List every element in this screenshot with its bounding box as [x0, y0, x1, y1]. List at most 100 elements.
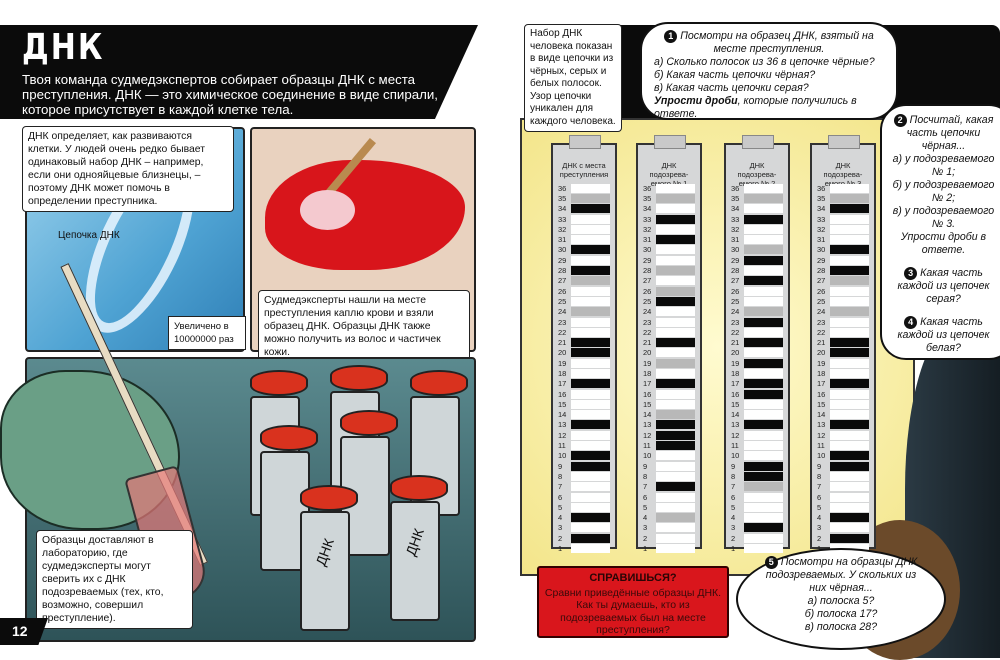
- band-cell: [830, 533, 869, 543]
- strip-band: 15: [558, 399, 610, 409]
- strip-band: 9: [731, 461, 783, 471]
- strip-band: 13: [643, 420, 695, 430]
- band-cell: [744, 214, 783, 224]
- band-cell: [744, 245, 783, 255]
- challenge-text: Сравни приведённые образцы ДНК. Как ты д…: [544, 586, 722, 637]
- strip-band: 33: [817, 214, 869, 224]
- strip-band: 17: [731, 379, 783, 389]
- band-number: 5: [558, 502, 563, 512]
- band-number: 29: [817, 255, 826, 265]
- strip-band: 12: [558, 430, 610, 440]
- strip-band: 4: [643, 513, 695, 523]
- strip-band: 3: [817, 523, 869, 533]
- band-number: 4: [558, 513, 563, 523]
- strip-band: 19: [817, 358, 869, 368]
- strip-band: 5: [817, 502, 869, 512]
- band-number: 30: [643, 245, 652, 255]
- strip-band: 33: [643, 214, 695, 224]
- band-cell: [656, 193, 695, 203]
- strip-label: ДНК подозрева-емого № 2: [737, 161, 777, 188]
- strip-band: 16: [817, 389, 869, 399]
- q5-text: Посмотри на образцы ДНК подозреваемых. У…: [765, 556, 918, 594]
- strip-band: 6: [643, 492, 695, 502]
- band-number: 13: [731, 420, 740, 430]
- strip-band: 20: [643, 348, 695, 358]
- band-number: 33: [558, 214, 567, 224]
- band-number: 34: [817, 204, 826, 214]
- band-number: 4: [731, 513, 736, 523]
- band-cell: [656, 441, 695, 451]
- strip-band: 30: [558, 245, 610, 255]
- band-number: 4: [643, 513, 648, 523]
- band-number: 33: [643, 214, 652, 224]
- band-cell: [656, 224, 695, 234]
- q1-bold: Упрости дроби: [654, 95, 738, 107]
- band-cell: [830, 224, 869, 234]
- band-cell: [656, 389, 695, 399]
- band-cell: [571, 183, 610, 193]
- band-cell: [744, 441, 783, 451]
- band-number: 15: [558, 399, 567, 409]
- band-cell: [830, 183, 869, 193]
- band-number: 35: [817, 193, 826, 203]
- title-band: [0, 25, 478, 119]
- band-number: 12: [643, 430, 652, 440]
- dna-caption: ДНК определяет, как развиваются клетки. …: [22, 126, 234, 212]
- strip-band: 24: [731, 307, 783, 317]
- band-cell: [744, 296, 783, 306]
- band-cell: [830, 255, 869, 265]
- strip-band: 22: [817, 327, 869, 337]
- band-cell: [656, 379, 695, 389]
- band-cell: [571, 255, 610, 265]
- band-number: 23: [558, 317, 567, 327]
- band-cell: [744, 502, 783, 512]
- band-number: 6: [643, 492, 648, 502]
- band-number: 7: [643, 482, 648, 492]
- q1-rest: , которые получились в ответе.: [654, 95, 857, 120]
- band-number: 18: [558, 368, 567, 378]
- band-cell: [571, 214, 610, 224]
- strip-band: 23: [643, 317, 695, 327]
- band-cell: [571, 266, 610, 276]
- band-number: 34: [731, 204, 740, 214]
- band-number: 29: [558, 255, 567, 265]
- band-cell: [744, 461, 783, 471]
- band-cell: [656, 235, 695, 245]
- strip-band: 33: [731, 214, 783, 224]
- strip-band: 10: [558, 451, 610, 461]
- band-cell: [744, 204, 783, 214]
- strip-band: 10: [731, 451, 783, 461]
- band-cell: [656, 451, 695, 461]
- band-number: 9: [731, 461, 736, 471]
- band-cell: [656, 492, 695, 502]
- band-cell: [656, 214, 695, 224]
- band-number: 12: [817, 430, 826, 440]
- band-number: 27: [558, 276, 567, 286]
- strip-band: 27: [817, 276, 869, 286]
- band-number: 18: [731, 368, 740, 378]
- band-cell: [830, 204, 869, 214]
- band-number: 21: [558, 338, 567, 348]
- strip-band: 31: [643, 234, 695, 245]
- strip-band: 31: [731, 234, 783, 245]
- band-number: 35: [731, 193, 740, 203]
- strip-band: 25: [817, 296, 869, 306]
- strip-band: 32: [558, 224, 610, 234]
- strip-band: 8: [643, 471, 695, 481]
- band-number: 17: [558, 379, 567, 389]
- strip-band: 11: [558, 440, 610, 451]
- band-number: 1: [558, 544, 563, 554]
- band-number: 26: [731, 286, 740, 296]
- band-cell: [571, 513, 610, 523]
- band-number: 6: [731, 492, 736, 502]
- strip-band: 5: [558, 502, 610, 512]
- tape: [742, 135, 774, 149]
- band-number: 24: [558, 307, 567, 317]
- strip-band: 27: [731, 276, 783, 286]
- band-number: 32: [817, 224, 826, 234]
- band-number: 24: [643, 307, 652, 317]
- q5-c: в) полоска 28?: [804, 621, 878, 633]
- band-cell: [830, 317, 869, 327]
- band-cell: [830, 441, 869, 451]
